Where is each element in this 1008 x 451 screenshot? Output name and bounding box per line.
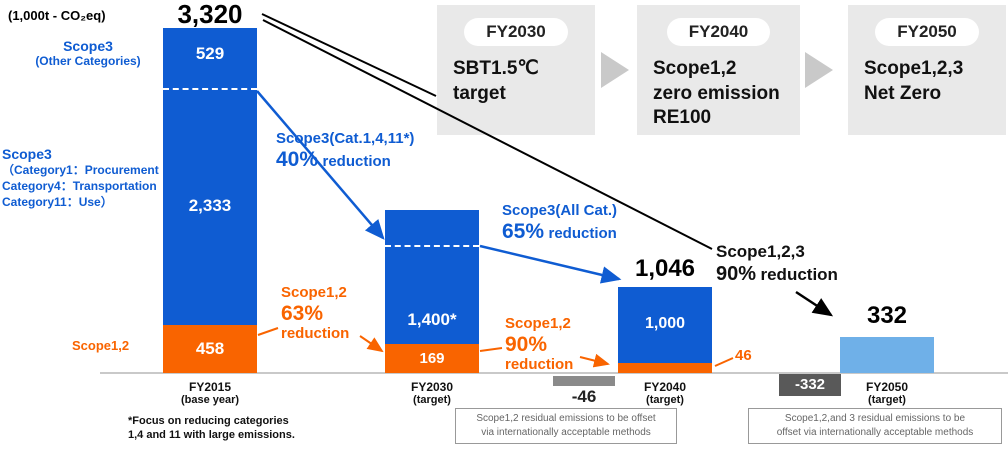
legend-scope3-categories-title: Scope3	[2, 146, 52, 162]
arrow-right-icon	[601, 52, 629, 88]
offset-value-fy2040: -46	[571, 387, 597, 406]
connector-line-fy2030-scope12-to-90pct	[479, 347, 503, 352]
milestone-target-text: Scope1,2,3 Net Zero	[864, 58, 964, 104]
bar-segment-value: 1,400*	[407, 310, 457, 329]
annotation-scope12-90: Scope1,2 90% reduction	[505, 315, 573, 373]
annotation-percent: 90%	[505, 333, 548, 356]
annotation-scope-label: Scope3(All Cat.)	[502, 202, 618, 219]
annotation-word: reduction	[322, 153, 391, 170]
legend-scope3-categories-detail: （Category1：Procurement Category4：Transpo…	[2, 163, 159, 210]
axis-label-fy2040: FY2040	[643, 380, 687, 394]
bar-fy2015-scope3: 529 2,333	[163, 28, 257, 325]
offset-bar-fy2050: -332	[779, 374, 841, 396]
connector-line-fy2015-scope12-to-63pct	[257, 327, 279, 336]
arrow-scope123-to-fy2050-bar	[795, 290, 834, 317]
annotation-percent: 40%	[276, 148, 319, 171]
bar-segment-value-fy2040-scope12: 46	[735, 347, 752, 364]
legend-scope12: Scope1,2	[72, 338, 130, 353]
bar-total-fy2050: 332	[866, 302, 908, 329]
axis-label-fy2015: FY2015	[188, 380, 232, 394]
offset-bar-fy2040	[553, 376, 615, 386]
annotation-percent: 65%	[502, 220, 545, 243]
bar-segment-value: 529	[195, 44, 225, 63]
bar-total-fy2015: 3,320	[177, 0, 243, 29]
annotation-scope-label: Scope3(Cat.1,4,11*)	[276, 130, 415, 147]
milestone-year-badge: FY2030	[464, 18, 568, 46]
arrow-scope3-65pct	[479, 244, 622, 284]
axis-sublabel-fy2030: (target)	[413, 394, 451, 406]
milestone-year-badge: FY2040	[666, 18, 771, 46]
axis-sublabel-fy2050: (target)	[868, 394, 906, 406]
annotation-word: reduction	[505, 356, 574, 373]
arrow-scope12-63pct	[359, 335, 384, 353]
annotation-word: reduction	[281, 325, 350, 342]
bar-fy2030-scope3: 1,400*	[385, 210, 479, 344]
axis-label-fy2030: FY2030	[410, 380, 454, 394]
bar-segment-value: 1,000	[644, 315, 686, 332]
legend-scope3-other: Scope3 (Other Categories)	[18, 38, 158, 68]
bar-total-fy2040: 1,046	[634, 255, 696, 282]
bar-segment-value: 169	[419, 350, 445, 367]
bar-fy2015-scope12: 458	[163, 325, 257, 373]
annotation-scope123-90: Scope1,2,3 90% reduction	[716, 242, 838, 286]
legend-scope3-other-sub: (Other Categories)	[35, 54, 141, 68]
annotation-word: reduction	[760, 265, 838, 284]
offset-note-fy2040: Scope1,2 residual emissions to be offset…	[455, 408, 677, 444]
x-axis-line	[100, 372, 1008, 374]
annotation-word: reduction	[548, 225, 617, 242]
bar-fy2030-scope12: 169	[385, 344, 479, 373]
milestone-target-text: SBT1.5℃ target	[453, 58, 539, 104]
arrow-right-icon	[805, 52, 833, 88]
segment-divider-dashed-line	[385, 245, 479, 247]
arrow-scope12-90pct	[579, 353, 610, 368]
legend-scope3-other-title: Scope3	[63, 38, 113, 54]
milestone-target-text: Scope1,2 zero emission RE100	[653, 58, 780, 129]
footnote: *Focus on reducing categories 1,4 and 11…	[128, 415, 295, 441]
segment-divider-dashed-line	[163, 88, 257, 90]
annotation-scope12-63: Scope1,2 63% reduction	[281, 284, 349, 342]
milestone-box-fy2030: FY2030 SBT1.5℃ target	[437, 5, 595, 135]
offset-note-fy2050: Scope1,2,and 3 residual emissions to be …	[748, 408, 1002, 444]
annotation-scope-label: Scope1,2	[505, 315, 571, 332]
annotation-scope3-all-65: Scope3(All Cat.) 65% reduction	[502, 202, 617, 244]
connector-line-total-to-fy2030-box	[261, 13, 437, 97]
annotation-percent: 63%	[281, 302, 324, 325]
milestone-box-fy2040: FY2040 Scope1,2 zero emission RE100	[637, 5, 800, 135]
annotation-scope-label: Scope1,2,3	[716, 242, 805, 261]
legend-scope3-categories: Scope3 （Category1：Procurement Category4：…	[2, 146, 172, 211]
annotation-scope-label: Scope1,2	[281, 284, 347, 301]
axis-label-fy2050: FY2050	[865, 380, 909, 394]
axis-sublabel-fy2040: (target)	[646, 394, 684, 406]
bar-segment-value: 2,333	[188, 196, 232, 215]
bar-fy2040-scope12	[618, 363, 712, 373]
annotation-percent: 90%	[716, 263, 757, 285]
bar-segment-value: 458	[195, 339, 225, 358]
annotation-scope3-cat-40: Scope3(Cat.1,4,11*) 40% reduction	[276, 130, 414, 172]
milestone-box-fy2050: FY2050 Scope1,2,3 Net Zero	[848, 5, 1006, 135]
unit-label: (1,000t - CO₂eq)	[8, 8, 106, 23]
connector-line-46-label-to-bar	[714, 357, 734, 367]
axis-sublabel-fy2015: (base year)	[180, 394, 240, 406]
bar-fy2050-scope123	[840, 337, 934, 373]
bar-fy2040-scope3: 1,000	[618, 287, 712, 363]
milestone-year-badge: FY2050	[875, 18, 979, 46]
